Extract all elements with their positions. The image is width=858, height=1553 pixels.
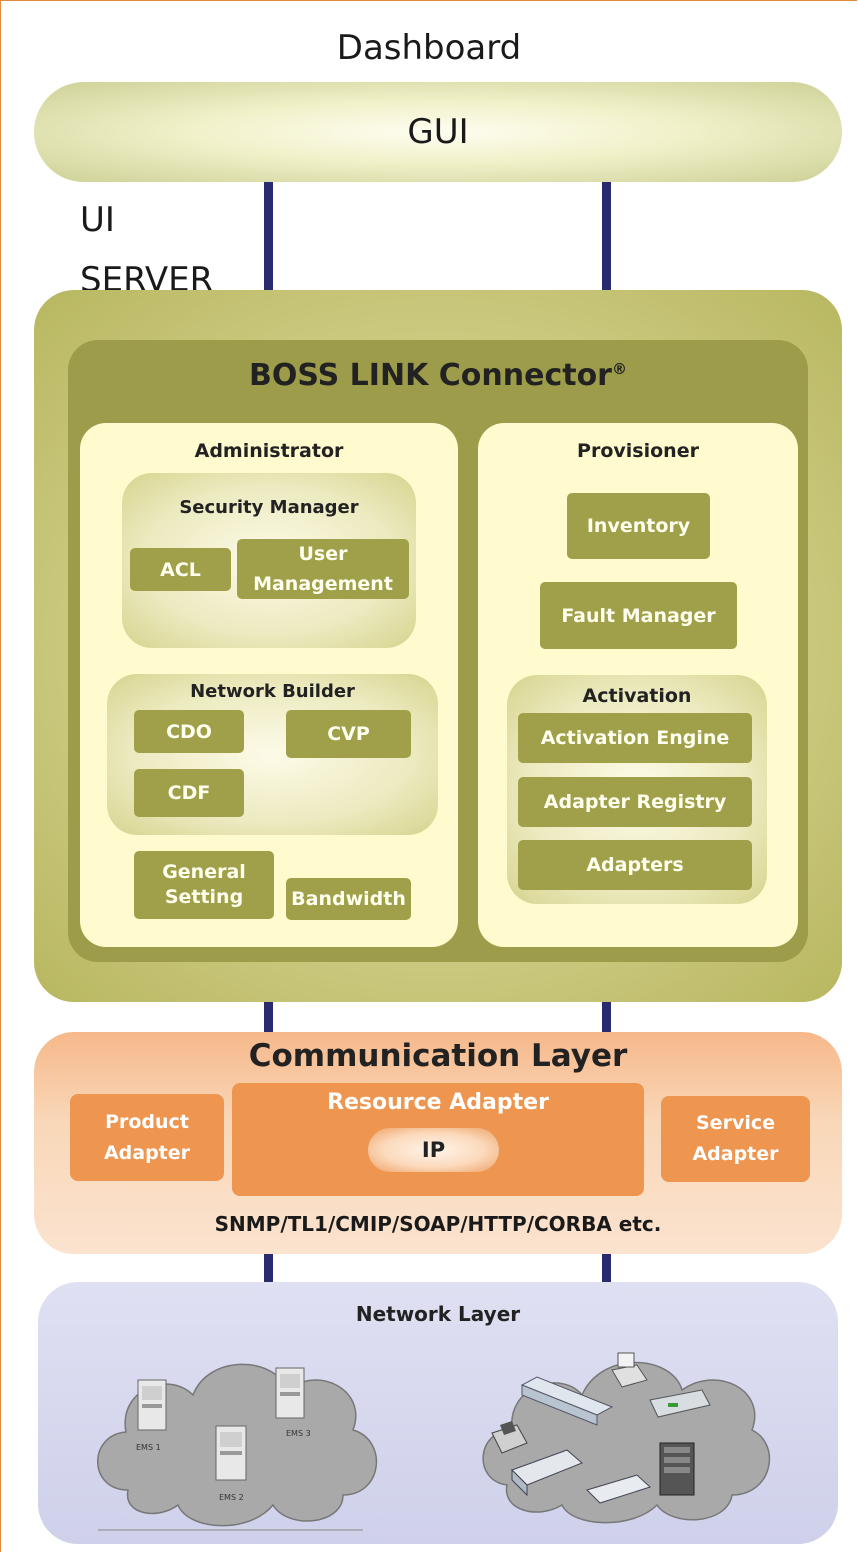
ip-label: IP [421, 1138, 446, 1162]
cvp-box: CVP [286, 710, 411, 758]
provisioner-label: Provisioner [577, 440, 699, 462]
user-management-box: User Management [237, 539, 409, 599]
acl-label: ACL [160, 558, 201, 581]
hub-icon [511, 1449, 583, 1497]
adapter-registry-box: Adapter Registry [518, 777, 752, 827]
adapter-registry-label: Adapter Registry [543, 791, 727, 813]
general-setting-line2: Setting [164, 886, 244, 908]
activation-engine-box: Activation Engine [518, 713, 752, 763]
service-adapter-box: Service Adapter [661, 1096, 810, 1182]
connector-line-left-bottom [264, 1254, 273, 1282]
ems2-label: EMS 2 [219, 1493, 244, 1502]
modem-icon [586, 1474, 651, 1504]
server-icon-ems2 [215, 1425, 247, 1481]
ems-cloud: EMS 1 EMS 3 EMS 2 [97, 1363, 378, 1531]
product-adapter-line2: Adapter [103, 1141, 191, 1164]
general-setting-box: General Setting [134, 851, 274, 919]
gui-label: GUI [407, 112, 469, 152]
connector-line-right-mid [602, 1002, 611, 1032]
rack-server-icon [659, 1442, 695, 1496]
user-management-line1: User [298, 543, 348, 565]
acl-box: ACL [130, 548, 231, 591]
inventory-box: Inventory [567, 493, 710, 559]
fault-manager-label: Fault Manager [561, 604, 716, 627]
dashboard-title: Dashboard [336, 28, 522, 68]
cdf-label: CDF [167, 782, 211, 804]
product-adapter-line1: Product [105, 1110, 189, 1133]
connector-line-right-top [602, 182, 611, 290]
boss-link-connector-title: BOSS LINK Connector® [68, 358, 808, 393]
switch-icon [520, 1376, 614, 1426]
cdf-box: CDF [134, 769, 244, 817]
connector-line-right-bottom [602, 1254, 611, 1282]
adapters-label: Adapters [586, 854, 684, 876]
bandwidth-box: Bandwidth [286, 878, 411, 920]
connector-line-left-mid [264, 1002, 273, 1032]
device-cloud [482, 1352, 771, 1524]
router-icon [649, 1389, 711, 1418]
registered-mark: ® [611, 360, 627, 378]
server-icon-ems3 [275, 1367, 305, 1419]
ems1-label: EMS 1 [136, 1443, 161, 1452]
network-builder-label: Network Builder [190, 681, 355, 702]
fault-manager-box: Fault Manager [540, 582, 737, 649]
fax-icon [491, 1421, 528, 1454]
service-adapter-line2: Adapter [692, 1143, 779, 1165]
cvp-label: CVP [327, 723, 370, 745]
security-manager-label: Security Manager [179, 497, 359, 518]
product-adapter-box: Product Adapter [70, 1094, 224, 1181]
resource-adapter-label: Resource Adapter [327, 1090, 549, 1115]
inventory-label: Inventory [586, 515, 691, 537]
adapters-box: Adapters [518, 840, 752, 890]
ui-server-line1: UI [80, 200, 115, 240]
server-icon-ems1 [137, 1379, 167, 1431]
cdo-box: CDO [134, 710, 244, 753]
connector-name: BOSS LINK Connector [249, 358, 612, 393]
user-management-line2: Management [253, 573, 393, 595]
ems3-label: EMS 3 [286, 1429, 311, 1438]
gui-bar: GUI [34, 82, 842, 182]
service-adapter-line1: Service [696, 1112, 775, 1134]
administrator-label: Administrator [194, 440, 344, 462]
communication-layer-title: Communication Layer [248, 1038, 628, 1074]
general-setting-line1: General [162, 861, 246, 883]
activation-engine-label: Activation Engine [540, 727, 730, 749]
bandwidth-label: Bandwidth [291, 888, 406, 910]
ip-pill: IP [368, 1128, 499, 1172]
activation-label: Activation [582, 685, 692, 707]
connector-line-left-top [264, 182, 273, 290]
network-layer-title: Network Layer [355, 1302, 521, 1326]
protocols-label: SNMP/TL1/CMIP/SOAP/HTTP/CORBA etc. [214, 1212, 662, 1236]
cdo-label: CDO [166, 720, 212, 743]
printer-icon [611, 1352, 648, 1388]
